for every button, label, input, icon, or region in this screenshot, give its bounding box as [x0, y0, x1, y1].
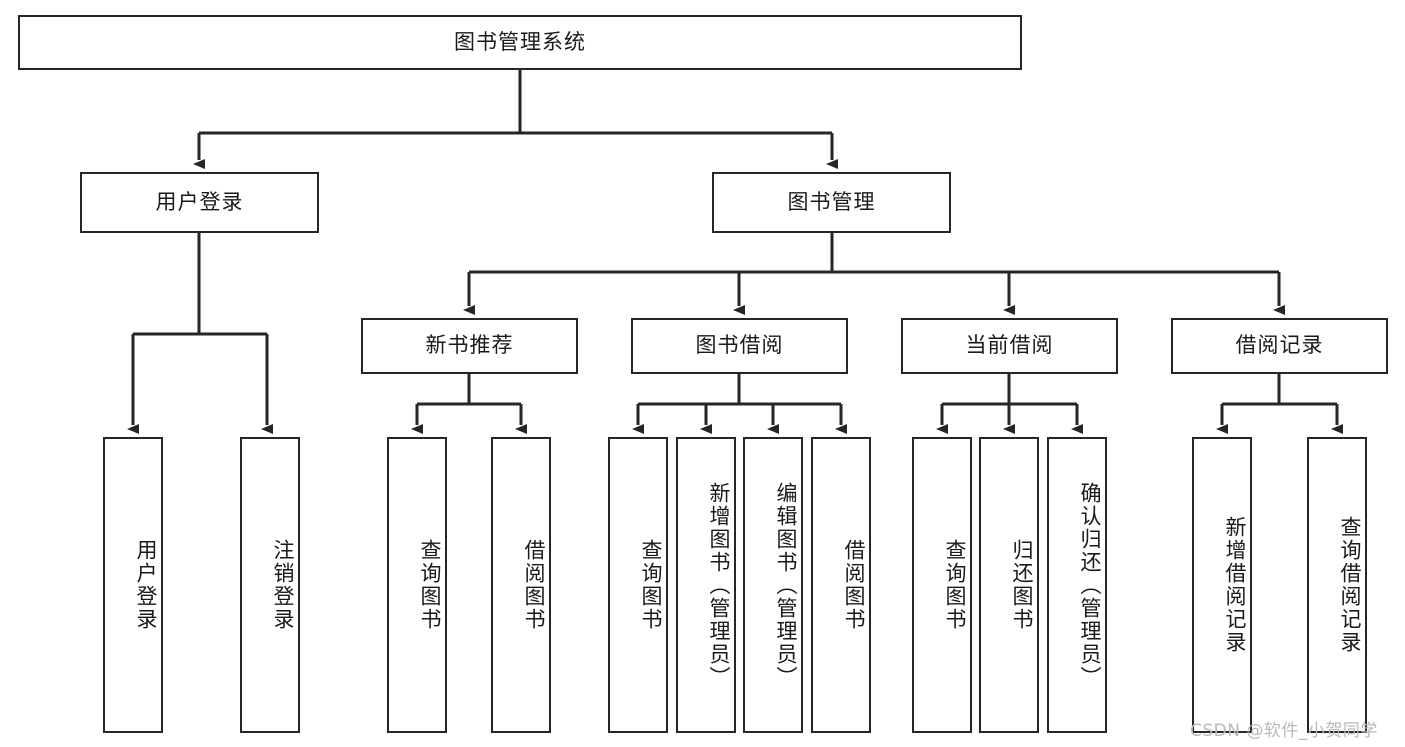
node-new-book-rec-label: 新书推荐 — [425, 333, 514, 358]
leaf-return-book-label: 归还图书 — [1010, 539, 1034, 631]
leaf-edit-book[interactable]: 编辑图书（管理员） — [743, 437, 803, 733]
csdn-watermark: CSDN @软件_小贺同学 — [1190, 721, 1378, 741]
leaf-query-book-2[interactable]: 查询图书 — [608, 437, 668, 733]
node-user-login-label: 用户登录 — [155, 189, 244, 214]
leaf-query-book-3-label: 查询图书 — [943, 539, 967, 631]
leaf-query-book-1[interactable]: 查询图书 — [387, 437, 447, 733]
leaf-query-book-1-label: 查询图书 — [418, 539, 442, 631]
leaf-query-record[interactable]: 查询借阅记录 — [1307, 437, 1367, 733]
node-current-borrow[interactable]: 当前借阅 — [901, 318, 1118, 374]
leaf-edit-book-label: 编辑图书（管理员） — [774, 481, 798, 689]
leaf-add-book[interactable]: 新增图书（管理员） — [676, 437, 736, 733]
node-root[interactable]: 图书管理系统 — [18, 15, 1022, 70]
node-new-book-rec[interactable]: 新书推荐 — [361, 318, 578, 374]
leaf-query-book-2-label: 查询图书 — [639, 539, 663, 631]
leaf-return-book[interactable]: 归还图书 — [979, 437, 1039, 733]
leaf-add-record-label: 新增借阅记录 — [1223, 516, 1247, 654]
leaf-query-book-3[interactable]: 查询图书 — [912, 437, 972, 733]
leaf-add-book-label: 新增图书（管理员） — [707, 481, 731, 689]
leaf-query-record-label: 查询借阅记录 — [1338, 516, 1362, 654]
leaf-add-record[interactable]: 新增借阅记录 — [1192, 437, 1252, 733]
leaf-borrow-book-1[interactable]: 借阅图书 — [491, 437, 551, 733]
leaf-user-login[interactable]: 用户登录 — [103, 437, 163, 733]
node-user-login[interactable]: 用户登录 — [80, 172, 319, 233]
leaf-confirm-return[interactable]: 确认归还（管理员） — [1047, 437, 1107, 733]
leaf-confirm-return-label: 确认归还（管理员） — [1078, 481, 1102, 689]
leaf-logout-label: 注销登录 — [271, 539, 295, 631]
node-book-borrow-label: 图书借阅 — [695, 333, 784, 358]
node-root-label: 图书管理系统 — [454, 29, 586, 54]
leaf-borrow-book-2-label: 借阅图书 — [842, 539, 866, 631]
leaf-user-login-label: 用户登录 — [134, 539, 158, 631]
node-borrow-record[interactable]: 借阅记录 — [1171, 318, 1388, 374]
node-current-borrow-label: 当前借阅 — [965, 333, 1054, 358]
leaf-logout[interactable]: 注销登录 — [240, 437, 300, 733]
node-borrow-record-label: 借阅记录 — [1235, 333, 1324, 358]
node-book-borrow[interactable]: 图书借阅 — [631, 318, 848, 374]
leaf-borrow-book-2[interactable]: 借阅图书 — [811, 437, 871, 733]
node-book-manage[interactable]: 图书管理 — [712, 172, 951, 233]
leaf-borrow-book-1-label: 借阅图书 — [522, 539, 546, 631]
node-book-manage-label: 图书管理 — [787, 189, 876, 214]
